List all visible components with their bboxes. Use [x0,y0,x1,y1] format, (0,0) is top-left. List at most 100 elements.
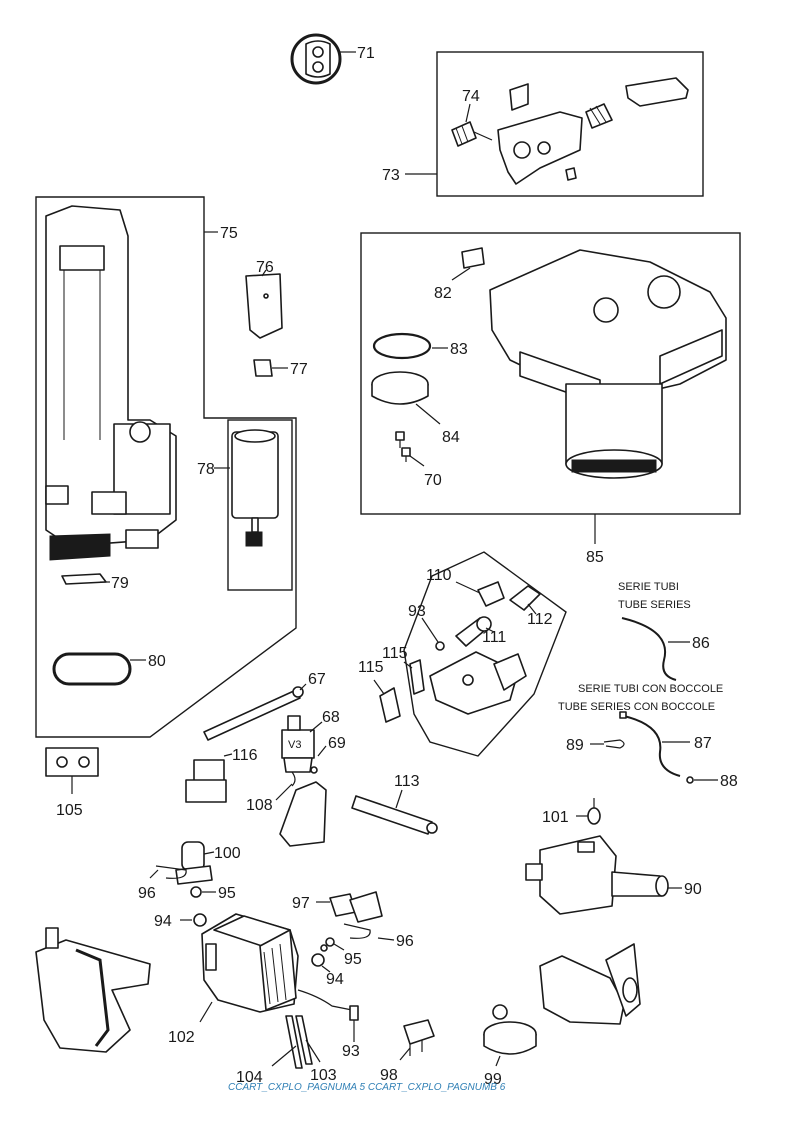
group-85-frame [360,232,741,515]
part-69-oring [310,745,327,774]
label-111: 111 [482,629,506,646]
label-79: 79 [111,575,129,592]
part-86-tube [621,617,690,681]
part-94-seal-left [180,913,207,927]
label-87: 87 [694,735,712,752]
part-73-lever-assembly [497,77,689,185]
label-104: 104 [236,1069,263,1086]
label-95-left: 95 [218,885,236,902]
part-116-valve [185,753,233,803]
label-69: 69 [328,735,346,752]
label-93-top: 93 [408,603,426,620]
label-70: 70 [424,472,442,489]
part-drip-bracket [35,927,151,1053]
part-75-gear-motor-housing [45,205,177,561]
part-70-screws [395,431,425,467]
part-113-shaft [351,789,438,835]
part-67-rod [203,683,307,741]
label-68: 68 [322,709,340,726]
label-96-left: 96 [138,885,156,902]
label-115-a: 115 [382,645,408,662]
part-93-screw-top [421,617,445,651]
part-100-fitting [175,841,215,885]
part-102-boiler [199,913,359,1023]
part-83-oring [372,332,448,360]
label-102: 102 [168,1029,195,1046]
part-87-tube [619,711,690,777]
label-78: 78 [197,461,215,478]
label-110: 110 [426,567,452,584]
label-82: 82 [434,285,452,302]
label-100: 100 [214,845,241,862]
label-98: 98 [380,1067,398,1084]
part-112-valve [509,585,541,615]
part-84-filter [371,371,441,425]
valve-marking-v3: V3 [288,739,301,751]
label-74: 74 [462,88,480,105]
part-94-seal-right [311,953,331,973]
label-113: 113 [394,773,420,790]
part-105-connector [45,747,99,794]
part-111-tube [455,616,495,647]
part-71-coupling [290,33,356,85]
part-115-fitting-b [373,679,401,723]
label-73: 73 [382,167,400,184]
part-90-pump [525,835,682,915]
part-82-clip [451,247,485,281]
note-tube-bushings-en: TUBE SERIES CON BOCCOLE [558,701,715,713]
part-99-valve [483,1004,537,1067]
part-76-board [245,269,283,339]
part-80-belt [52,652,146,686]
part-88-ring [686,776,718,784]
label-93-bottom: 93 [342,1043,360,1060]
label-85: 85 [586,549,604,566]
group-78-frame [227,419,293,591]
label-116: 116 [232,747,258,764]
group-75-frame [35,196,297,738]
label-108: 108 [246,797,273,814]
note-tube-series-it: SERIE TUBI [618,581,679,593]
label-97: 97 [292,895,310,912]
label-71: 71 [357,45,375,62]
part-68-valve: V3 [281,715,323,773]
label-89: 89 [566,737,584,754]
part-110-body [429,651,527,715]
label-115-b: 115 [358,659,384,676]
part-85-brew-unit [489,249,727,479]
part-115-fitting-a [403,659,425,695]
label-76: 76 [256,259,274,276]
label-103: 103 [310,1067,337,1084]
footer-page-ref: CCART_CXPLO_PAGNUMA 5 CCART_CXPLO_PAGNUM… [228,1082,506,1093]
note-tube-bushings-it: SERIE TUBI CON BOCCOLE [578,683,723,695]
part-89-clip [590,739,625,749]
label-94-right: 94 [326,971,344,988]
label-95-right: 95 [344,951,362,968]
part-110-cap [477,581,505,607]
label-84: 84 [442,429,460,446]
label-77: 77 [290,361,308,378]
group-110-frame [403,551,567,757]
label-101: 101 [542,809,569,826]
label-88: 88 [720,773,738,790]
label-105: 105 [56,802,83,819]
label-96-right: 96 [396,933,414,950]
group-73-frame [436,51,704,197]
label-83: 83 [450,341,468,358]
part-103-104-rods [271,1015,321,1069]
label-67: 67 [308,671,326,688]
label-90: 90 [684,881,702,898]
label-86: 86 [692,635,710,652]
note-tube-series-en: TUBE SERIES [618,599,691,611]
part-95-washer-right [320,937,345,952]
part-97-valve [316,891,383,923]
label-94-left: 94 [154,913,172,930]
part-101-sensor [576,798,601,825]
label-112: 112 [527,611,553,628]
part-74-knob [451,103,493,147]
part-78-motor [214,429,279,547]
part-79-gasket [61,573,110,585]
label-99: 99 [484,1071,502,1088]
label-80: 80 [148,653,166,670]
part-98-switch [399,1019,435,1061]
